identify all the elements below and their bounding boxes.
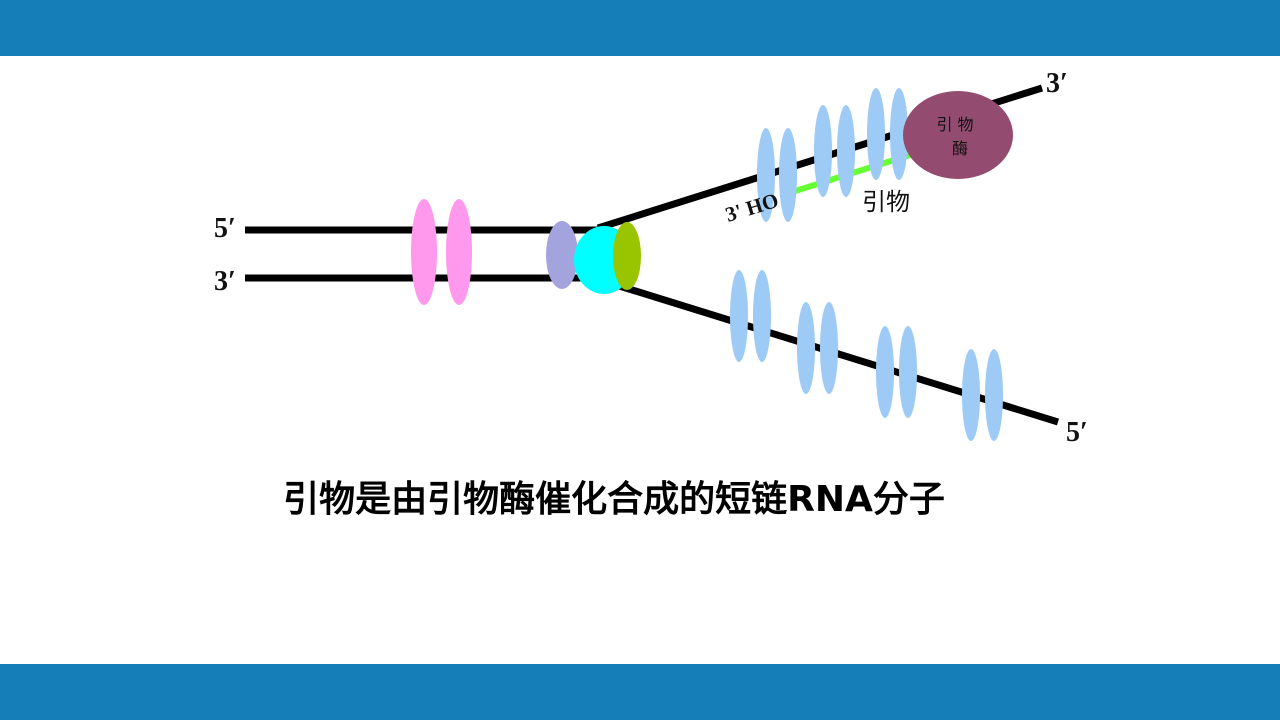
ssb-protein xyxy=(757,128,775,222)
primer-end-label: 3' HO xyxy=(722,188,781,227)
ssb-protein xyxy=(814,105,832,197)
ssb-protein xyxy=(779,128,797,222)
ssb-protein xyxy=(753,270,771,362)
ssb-protein xyxy=(962,349,980,441)
ssb-protein xyxy=(797,302,815,394)
ssb-protein xyxy=(837,105,855,197)
ssb-protein xyxy=(899,326,917,418)
caption-text: 引物是由引物酶催化合成的短链RNA分子 xyxy=(283,479,945,520)
ssb-protein xyxy=(890,88,908,180)
upper-strand-end-label: 3′ xyxy=(1046,68,1068,99)
ssb-protein xyxy=(820,302,838,394)
lower-strand-end-label: 5′ xyxy=(1066,417,1088,448)
primase-label-line1: 引 物 xyxy=(936,115,973,134)
ssb-protein xyxy=(985,349,1003,441)
ssb-protein xyxy=(730,270,748,362)
clamp-protein xyxy=(546,221,578,289)
topoisomerase-left xyxy=(411,199,437,305)
ssb-protein xyxy=(876,326,894,418)
helicase-cap xyxy=(613,222,641,290)
header-bar xyxy=(0,0,1280,56)
left-strand-top-label: 5′ xyxy=(214,213,236,244)
primase-label-line2: 酶 xyxy=(952,139,968,158)
primase xyxy=(903,91,1013,179)
topoisomerase-right xyxy=(446,199,472,305)
primer-label: 引物 xyxy=(862,188,910,216)
left-strand-bottom-label: 3′ xyxy=(214,266,236,297)
ssb-protein xyxy=(867,88,885,180)
footer-bar xyxy=(0,664,1280,720)
